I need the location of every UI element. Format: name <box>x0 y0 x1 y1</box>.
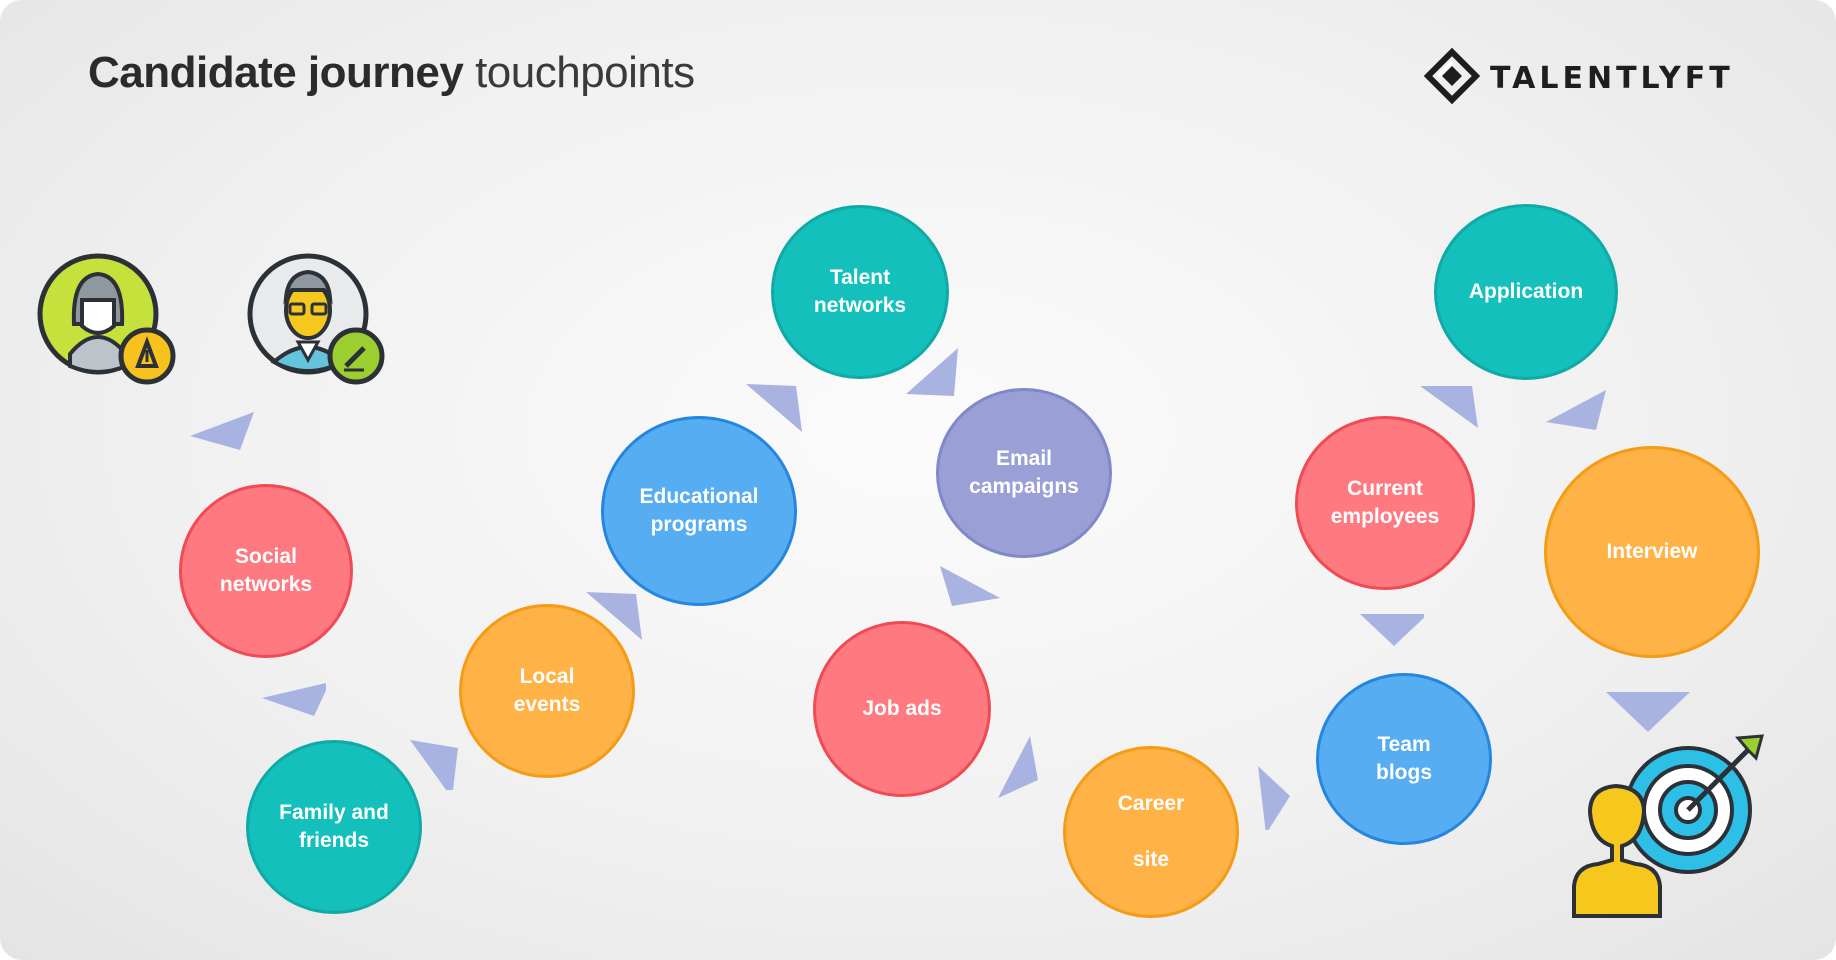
brand-logo: TALENTLYFT <box>1423 47 1734 109</box>
node-social-networks: Social networks <box>179 484 353 658</box>
node-application: Application <box>1434 204 1618 380</box>
arrow-application-to-interview <box>1546 386 1610 450</box>
arrow-to-avatars <box>190 400 254 464</box>
node-family-and-friends: Family and friends <box>246 740 422 914</box>
arrow-current-to-application <box>1418 382 1482 446</box>
arrow-talent-to-email <box>906 346 970 410</box>
man-editor-avatar-icon <box>244 250 394 395</box>
arrow-email-to-jobads <box>938 562 1002 626</box>
node-local-events: Local events <box>459 604 635 778</box>
arrow-interview-to-goal <box>1606 688 1690 752</box>
arrow-jobads-to-career <box>998 736 1062 800</box>
node-educational-programs: Educational programs <box>601 416 797 606</box>
arrow-educational-to-talent <box>744 376 808 440</box>
arrow-family-to-local <box>406 726 470 790</box>
target-goal-icon <box>1566 730 1766 925</box>
node-team-blogs: Team blogs <box>1316 673 1492 845</box>
arrow-local-to-educational <box>584 584 648 648</box>
node-email-campaigns: Email campaigns <box>936 388 1112 558</box>
node-current-employees: Current employees <box>1295 416 1475 590</box>
arrow-family-to-social <box>262 666 326 730</box>
title-light: touchpoints <box>475 48 695 97</box>
arrow-teamblogs-to-current <box>1360 612 1424 676</box>
page-title: Candidate journey touchpoints <box>88 48 695 98</box>
node-job-ads: Job ads <box>813 621 991 797</box>
arrow-career-to-teamblogs <box>1254 766 1318 830</box>
woman-writer-avatar-icon <box>34 250 184 395</box>
brand-name: TALENTLYFT <box>1490 60 1734 96</box>
diamond-logo-icon <box>1423 47 1481 109</box>
node-talent-networks: Talent networks <box>771 205 949 379</box>
node-interview: Interview <box>1544 446 1760 658</box>
node-career-site: Career site <box>1063 746 1239 918</box>
title-bold: Candidate journey <box>88 48 464 97</box>
